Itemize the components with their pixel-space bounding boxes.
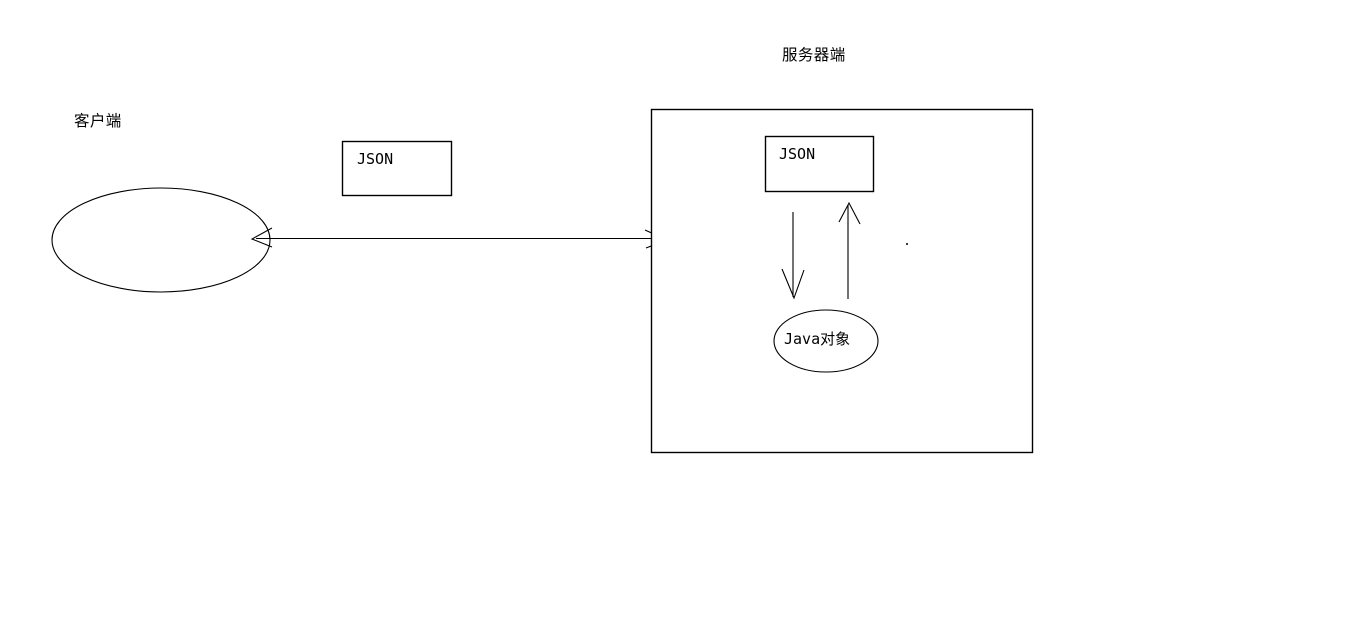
serialize-arrowhead-up	[838, 201, 861, 225]
transport-json-label: JSON	[357, 150, 394, 168]
server-json-box[interactable]	[764, 135, 875, 193]
client-node-ellipse[interactable]	[51, 187, 271, 293]
deserialize-arrowhead-down	[781, 268, 805, 300]
server-json-label: JSON	[779, 145, 816, 163]
connector-arrowhead-left	[250, 227, 273, 248]
stray-dot-artifact	[906, 243, 908, 245]
java-object-ellipse[interactable]	[773, 309, 879, 373]
server-side-label: 服务器端	[782, 46, 846, 64]
transport-json-box[interactable]	[341, 140, 453, 197]
client-side-label: 客户端	[74, 112, 122, 130]
java-object-label: Java对象	[784, 330, 851, 348]
